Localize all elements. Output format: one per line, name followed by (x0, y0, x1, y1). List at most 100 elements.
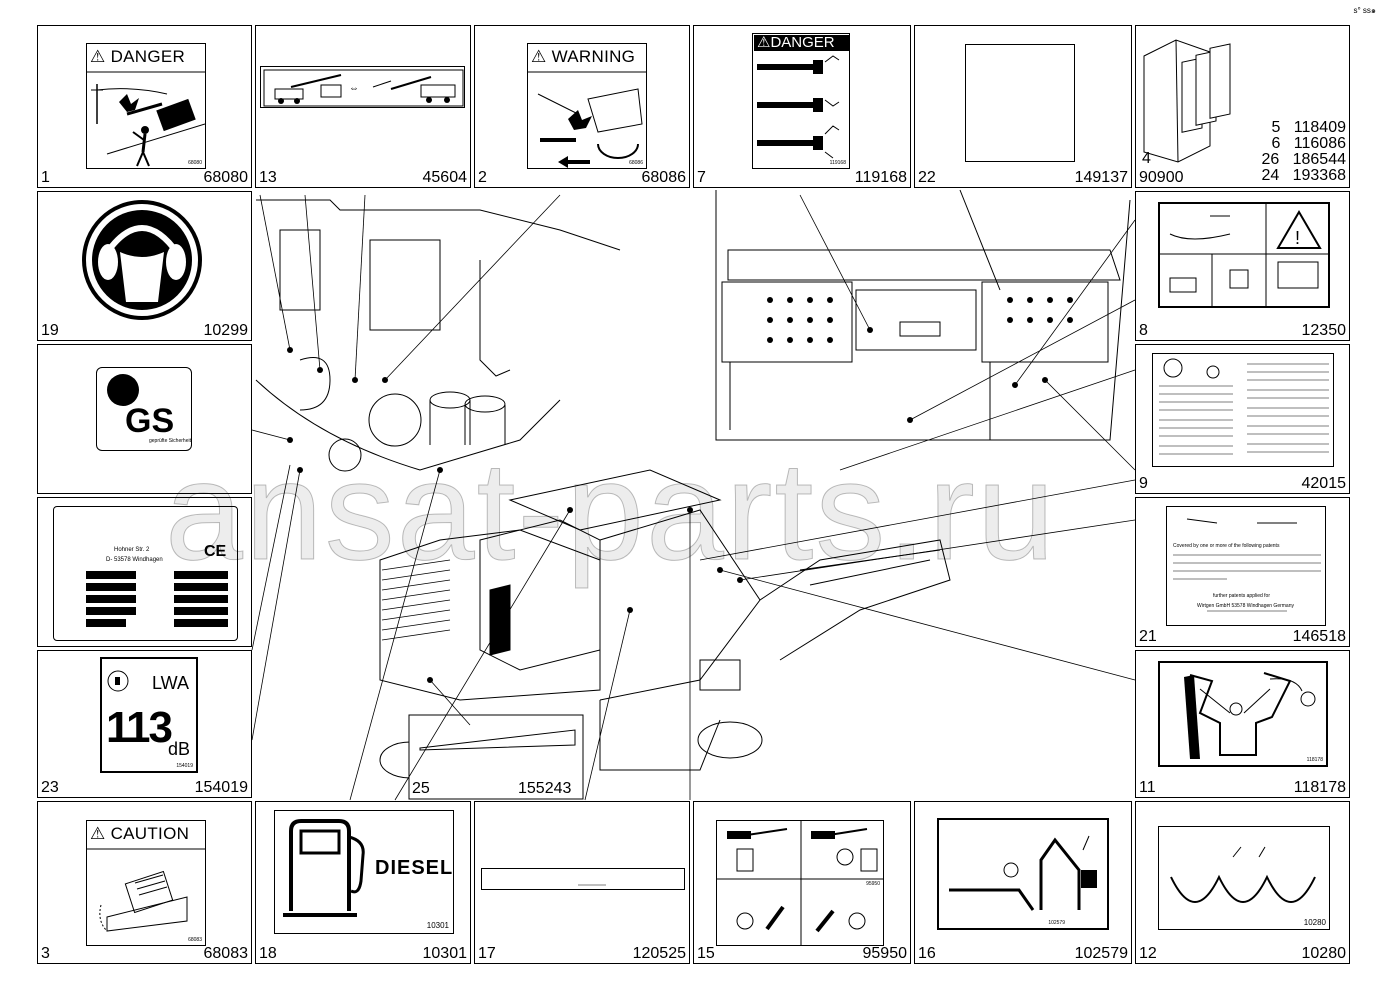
tipping-hazard-icon (87, 848, 205, 932)
conveyor-fold-icon (949, 835, 1097, 911)
label-cell-18: DIESEL 10301 18 10301 (255, 801, 471, 964)
diesel-text: DIESEL (375, 857, 454, 879)
patent-line-1: Covered by one or more of the following … (1173, 543, 1280, 549)
manual-row: 24 193368 (1261, 167, 1346, 184)
warning-header: ⚠ WARNING (531, 47, 636, 66)
label-cell-11: 118178 11 118178 (1135, 650, 1350, 798)
manual-row: 5 118409 (1271, 119, 1346, 136)
sound-power-sticker: LWA 113 dB 154019 (100, 657, 198, 773)
gs-mark-icon: GS (107, 374, 174, 440)
label-cell-3: ⚠ CAUTION 68083 3 68083 (37, 801, 252, 964)
part-code: 10299 (203, 322, 249, 339)
position-number: 3 (41, 945, 50, 962)
truck-loading-icon: ⇔ (263, 69, 464, 107)
label-cell-16: 102579 16 102579 (914, 801, 1132, 964)
milling-machine-body (379, 469, 951, 779)
transport-lock-icon (717, 821, 883, 945)
sticker-number: 68080 (188, 160, 202, 166)
position-number: 13 (259, 169, 277, 186)
svg-text:⇔: ⇔ (349, 83, 359, 94)
position-number: 1 (41, 169, 50, 186)
engine-compartment-detail (255, 199, 621, 472)
sticker-number: 118178 (1306, 757, 1323, 763)
crush-hazard-icon (528, 71, 646, 168)
type-plate: Hohner Str. 2 D- 53578 Windhagen CE (53, 506, 238, 641)
label-cell-22: 22 149137 (914, 25, 1132, 188)
sticker-number: 95950 (866, 881, 880, 887)
sticker-number: 119168 (829, 160, 846, 166)
position-number: 22 (918, 169, 936, 186)
label-cell-1: ⚠ DANGER 68080 1 68080 (37, 25, 252, 188)
lwa-label: LWA (152, 673, 190, 693)
plate-address-2: D- 53578 Windhagen (106, 557, 163, 563)
part-code: 149137 (1074, 169, 1128, 186)
part-code: 68080 (203, 169, 249, 186)
label-cell-23: LWA 113 dB 154019 23 154019 (37, 650, 252, 798)
db-unit: dB (168, 739, 191, 759)
label-cell-9: 9 42015 (1135, 344, 1350, 494)
part-code: 12350 (1301, 322, 1347, 339)
position-number: 21 (1139, 628, 1157, 645)
caution-header: ⚠ CAUTION (90, 824, 190, 843)
gs-sticker: GS geprüfte Sicherheit (96, 367, 192, 451)
plate-address-1: Hohner Str. 2 (114, 547, 150, 553)
conveyor-sticker: 102579 (937, 818, 1109, 930)
part-code: 102579 (1074, 945, 1128, 962)
ear-protection-icon (82, 200, 202, 320)
label-cell-2: ⚠ WARNING 68086 2 68086 (474, 25, 690, 188)
fuel-pump-icon (283, 819, 365, 917)
label-cell-12: 10280 12 10280 (1135, 801, 1350, 964)
part-code: 42015 (1301, 475, 1347, 492)
canopy-fold-icon (1184, 672, 1316, 759)
label-cell-17: 17 120525 (474, 801, 690, 964)
part-code: 68083 (203, 945, 249, 962)
part-code: 10301 (422, 945, 468, 962)
speaker-icon (107, 670, 129, 692)
position-number-25: 25 (412, 780, 430, 797)
sticker-number: 10280 (1303, 918, 1326, 927)
part-code: 10280 (1301, 945, 1347, 962)
label-cell-7: ⚠DANGER 119168 7 119168 (693, 25, 911, 188)
danger-sticker-2: ⚠DANGER 119168 (752, 33, 850, 169)
plate-fields (86, 571, 228, 627)
welding-hazard-icon: ! (1160, 204, 1328, 306)
strip-mark (578, 884, 606, 886)
part-code: 146518 (1292, 628, 1346, 645)
sticker-number: 68083 (188, 937, 202, 943)
sticker-number: 102579 (1048, 920, 1065, 926)
patent-line-3: Wirtgen GmbH 53578 Windhagen Germany (1197, 603, 1294, 609)
sticker-number: 10301 (426, 921, 449, 930)
label-cell-21: Covered by one or more of the following … (1135, 497, 1350, 647)
position-number: 4 (1142, 150, 1151, 167)
position-number: 15 (697, 945, 715, 962)
sticker-number: 154019 (176, 763, 193, 769)
machine-transport-sticker: ⇔ (260, 66, 465, 108)
danger-header-inverse: ⚠DANGER (754, 35, 849, 51)
sticker-number: 68086 (629, 160, 643, 166)
caution-sticker: ⚠ CAUTION 68083 (86, 820, 206, 946)
position-number: 2 (478, 169, 487, 186)
warning-sticker: ⚠ WARNING 68086 (527, 43, 647, 169)
leader-lines (251, 194, 1136, 801)
manual-row: 26 186544 (1261, 151, 1346, 168)
corner-mark: s° ss๑ (1353, 6, 1377, 15)
blank-sticker (965, 44, 1075, 162)
label-cell-4: 5 118409 6 116086 26 186544 24 193368 4 … (1135, 25, 1350, 188)
canopy-sticker: 118178 (1158, 661, 1328, 767)
instruction-text-lines (1159, 358, 1329, 455)
patent-numbers (1173, 518, 1321, 612)
position-number: 9 (1139, 475, 1148, 492)
position-number: 18 (259, 945, 277, 962)
label-cell-19: 19 10299 (37, 191, 252, 341)
patent-sticker: Covered by one or more of the following … (1166, 506, 1326, 626)
milling-drum-sticker: 10280 (1158, 826, 1330, 930)
diesel-sticker: DIESEL 10301 (274, 810, 454, 934)
label-cell-typeplate: Hohner Str. 2 D- 53578 Windhagen CE (37, 497, 252, 647)
power-line-hazard-icon (87, 71, 205, 167)
manuals-icon (1143, 39, 1231, 163)
danger-sticker: ⚠ DANGER 68080 (86, 43, 206, 169)
position-number: 12 (1139, 945, 1157, 962)
strip-sticker (481, 868, 685, 890)
db-value: 113 (106, 703, 173, 752)
